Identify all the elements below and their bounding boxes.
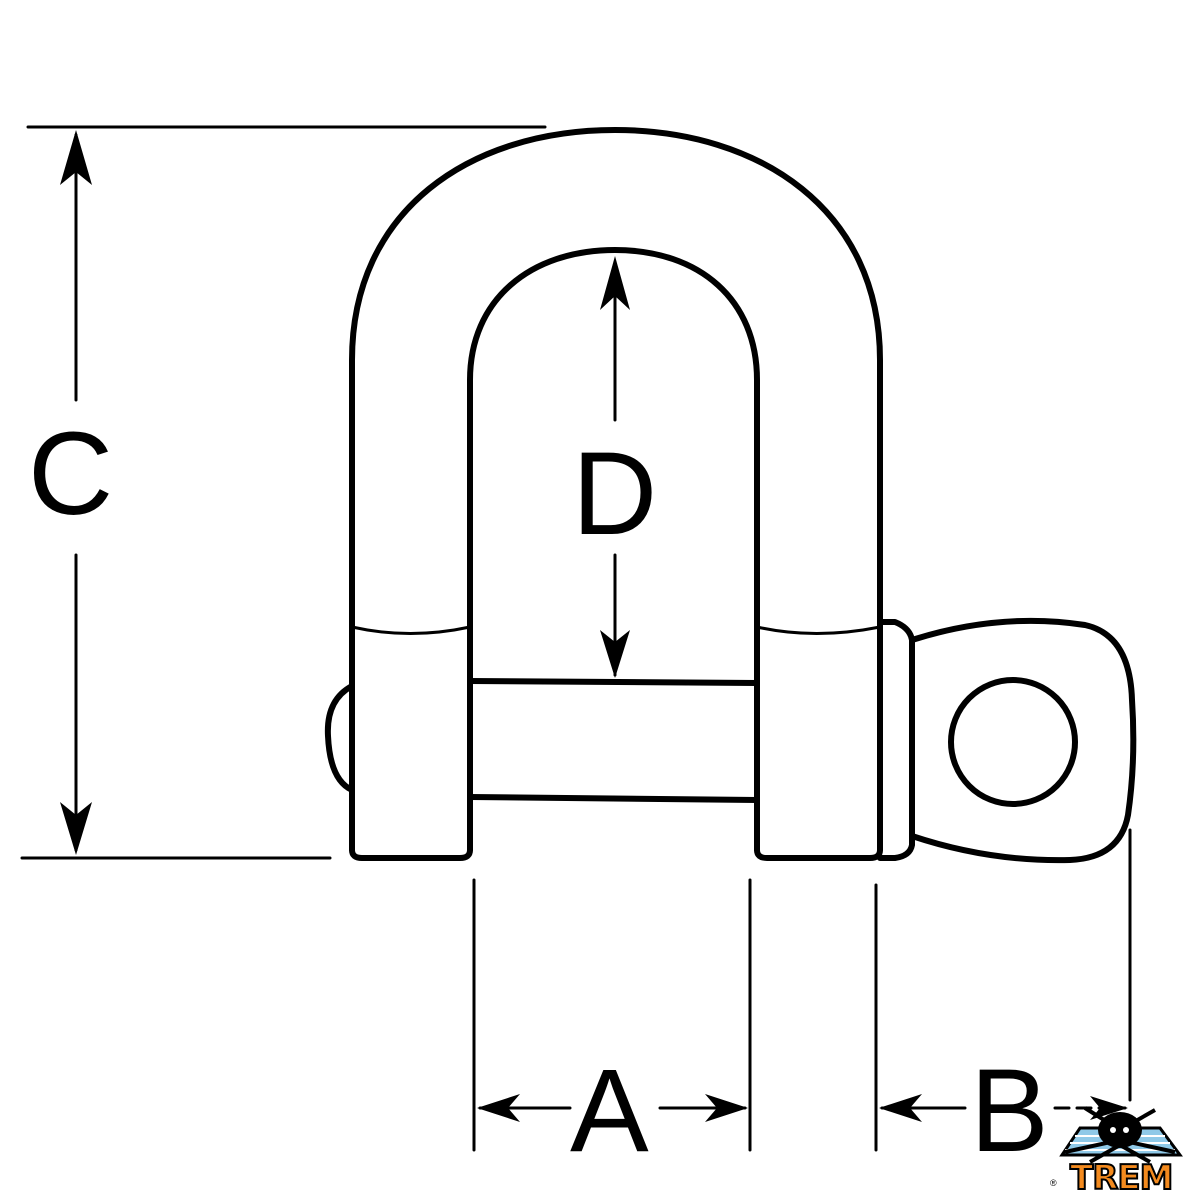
dimension-label-a: A bbox=[570, 1045, 649, 1177]
left-jaw-curve bbox=[350, 625, 472, 635]
dimension-label-c: C bbox=[28, 408, 114, 540]
arrowhead-c-top bbox=[60, 130, 92, 185]
arrowhead-b-left bbox=[879, 1094, 922, 1122]
trem-logo: ® TREM bbox=[1050, 1100, 1190, 1199]
pin-eye-head bbox=[909, 617, 1137, 864]
arrowhead-d-top bbox=[600, 256, 630, 310]
arrowhead-d-bottom bbox=[600, 630, 630, 678]
left-jaw-bottom bbox=[349, 847, 473, 861]
arrowhead-c-bottom bbox=[60, 802, 92, 855]
dimension-label-d: D bbox=[572, 428, 658, 560]
dimension-label-b: B bbox=[970, 1045, 1049, 1177]
shackle-outer-bow bbox=[349, 127, 883, 853]
right-jaw-bottom bbox=[754, 847, 883, 861]
pin-collar bbox=[877, 619, 915, 861]
pin-end-left bbox=[324, 683, 355, 793]
logo-text: TREM bbox=[1069, 1157, 1174, 1199]
right-jaw-curve bbox=[755, 625, 882, 635]
pin-bottom bbox=[467, 794, 760, 803]
pin-top bbox=[467, 678, 760, 686]
arrowhead-a-right bbox=[705, 1094, 748, 1122]
arrowhead-b-right bbox=[1090, 1096, 1128, 1120]
pin-eye-hole bbox=[948, 677, 1078, 807]
spider-icon bbox=[1059, 1106, 1183, 1164]
arrowhead-a-left bbox=[477, 1094, 520, 1122]
shackle-inner-bow bbox=[467, 247, 760, 853]
registered-mark: ® bbox=[1050, 1178, 1057, 1188]
